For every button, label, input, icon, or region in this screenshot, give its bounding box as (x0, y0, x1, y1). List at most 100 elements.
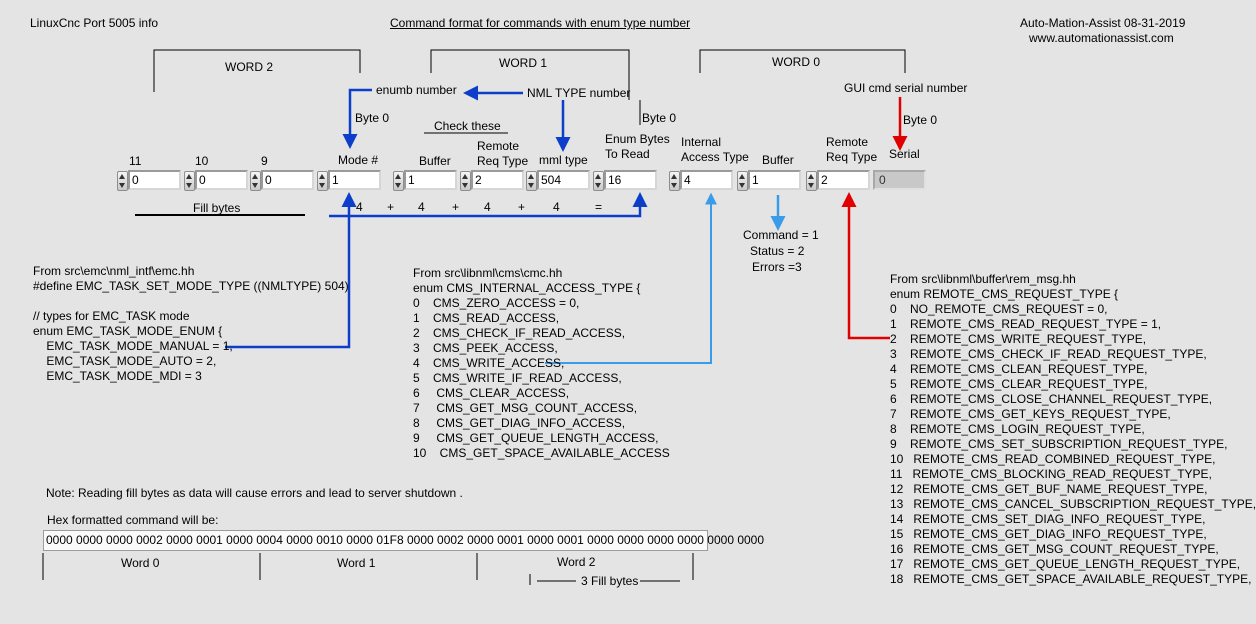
hex-label: Hex formatted command will be: (47, 513, 219, 527)
spin-arrows-icon[interactable] (526, 171, 537, 191)
author-line: Auto-Mation-Assist 08-31-2019 (1020, 16, 1186, 30)
field-label-remote-req-a: Remote Req Type (477, 139, 529, 168)
check-these-label: Check these (434, 119, 501, 133)
word0-bracket (699, 49, 906, 73)
code-line: 6 REMOTE_CMS_CLOSE_CHANNEL_REQUEST_TYPE, (890, 392, 1213, 406)
code-line: 3 CMS_PEEK_ACCESS, (413, 341, 558, 355)
word2-label: WORD 2 (225, 60, 273, 74)
code-line: 9 REMOTE_CMS_SET_SUBSCRIPTION_REQUEST_TY… (890, 437, 1228, 451)
code-line: 8 REMOTE_CMS_LOGIN_REQUEST_TYPE, (890, 422, 1145, 436)
fill-bytes-note: Note: Reading fill bytes as data will ca… (46, 486, 463, 500)
spin-arrows-icon[interactable] (737, 171, 748, 191)
code-line: From src\libnml\buffer\rem_msg.hh (890, 272, 1076, 286)
byte0-label-enum: Byte 0 (642, 111, 677, 125)
spin-arrows-icon[interactable] (806, 171, 817, 191)
byte0-label-mode: Byte 0 (355, 111, 390, 125)
spin-arrows-icon[interactable] (250, 171, 261, 191)
field-label-remote-req-b: Remote Req Type (826, 135, 878, 164)
code-line: 5 REMOTE_CMS_CLEAR_REQUEST_TYPE, (890, 377, 1148, 391)
footer-word1-label: Word 1 (337, 556, 376, 570)
field-label-11: 11 (129, 154, 142, 168)
website-link[interactable]: www.automationassist.com (1029, 31, 1174, 45)
command-value-note: Command = 1 (743, 228, 819, 242)
field-10-input[interactable]: 0 (195, 170, 248, 190)
field-11-input[interactable]: 0 (128, 170, 181, 190)
gui-cmd-serial-label: GUI cmd serial number (844, 81, 968, 95)
code-line: 12 REMOTE_CMS_GET_BUF_NAME_REQUEST_TYPE, (890, 482, 1208, 496)
code-line: 0 CMS_ZERO_ACCESS = 0, (413, 296, 580, 310)
code-line: From src\emc\nml_intf\emc.hh (33, 264, 195, 278)
footer-word2-label: Word 2 (557, 555, 596, 569)
code-line: 4 REMOTE_CMS_CLEAN_REQUEST_TYPE, (890, 362, 1148, 376)
emc-code-block: From src\emc\nml_intf\emc.hh #define EMC… (33, 264, 349, 384)
buffer-a-input[interactable]: 1 (404, 170, 457, 190)
word0-label: WORD 0 (772, 55, 820, 69)
page-title: Command format for commands with enum ty… (390, 16, 691, 30)
spin-arrows-icon[interactable] (460, 171, 471, 191)
field-label-9: 9 (261, 154, 268, 168)
code-line: 13 REMOTE_CMS_CANCEL_SUBSCRIPTION_REQUES… (890, 497, 1256, 511)
serial-indicator: 0 (873, 170, 926, 190)
mode-input[interactable]: 1 (328, 170, 381, 190)
spin-arrows-icon[interactable] (593, 171, 604, 191)
sum-op: + (518, 200, 526, 214)
code-line: EMC_TASK_MODE_MANUAL = 1, (33, 339, 233, 353)
mml-type-input[interactable]: 504 (537, 170, 590, 190)
sum-op: + (452, 200, 460, 214)
hex-command-field[interactable]: 0000 0000 0000 0002 0000 0001 0000 0004 … (43, 530, 764, 551)
sum-equals: = (595, 200, 603, 214)
code-line: 17 REMOTE_CMS_GET_QUEUE_LENGTH_REQUEST_T… (890, 557, 1241, 571)
code-line: 2 CMS_CHECK_IF_READ_ACCESS, (413, 326, 626, 340)
code-line: 18 REMOTE_CMS_GET_SPACE_AVAILABLE_REQUES… (890, 572, 1252, 586)
field-label-enum-bytes: Enum Bytes To Read (605, 132, 670, 161)
code-line: enum EMC_TASK_MODE_ENUM { (33, 324, 223, 338)
sum-term: 4 (356, 200, 363, 214)
internal-access-input[interactable]: 4 (680, 170, 733, 190)
remote-req-a-input[interactable]: 2 (471, 170, 524, 190)
field-label-buffer-b: Buffer (762, 153, 794, 167)
field-label-mml-type: mml type (539, 153, 588, 167)
code-line: 10 CMS_GET_SPACE_AVAILABLE_ACCESS (413, 446, 670, 460)
sum-term: 4 (418, 200, 425, 214)
spin-arrows-icon[interactable] (117, 171, 128, 191)
field-9-input[interactable]: 0 (261, 170, 314, 190)
spin-arrows-icon[interactable] (317, 171, 328, 191)
code-line: From src\libnml\cms\cmc.hh (413, 266, 563, 280)
code-line: EMC_TASK_MODE_MDI = 3 (33, 369, 202, 383)
cmc-code-block: From src\libnml\cms\cmc.hh enum CMS_INTE… (413, 266, 670, 461)
code-line (33, 294, 349, 309)
code-line: enum REMOTE_CMS_REQUEST_TYPE { (890, 287, 1119, 301)
app-title: LinuxCnc Port 5005 info (30, 16, 159, 30)
sum-term: 4 (553, 200, 560, 214)
buffer-b-input[interactable]: 1 (748, 170, 801, 190)
enum-bytes-input[interactable]: 16 (604, 170, 657, 190)
spin-arrows-icon[interactable] (184, 171, 195, 191)
word2-bracket (153, 49, 361, 92)
footer-word0-label: Word 0 (121, 556, 160, 570)
code-line: 1 CMS_READ_ACCESS, (413, 311, 560, 325)
field-label-10: 10 (195, 154, 209, 168)
spin-arrows-icon[interactable] (669, 171, 680, 191)
code-line: 6 CMS_CLEAR_ACCESS, (413, 386, 570, 400)
code-line: 0 NO_REMOTE_CMS_REQUEST = 0, (890, 302, 1108, 316)
code-line: 2 REMOTE_CMS_WRITE_REQUEST_TYPE, (890, 332, 1147, 346)
rem-msg-code-block: From src\libnml\buffer\rem_msg.hh enum R… (890, 272, 1256, 587)
footer-fill-bytes-label: 3 Fill bytes (581, 574, 639, 588)
fill-bytes-label: Fill bytes (193, 201, 241, 215)
code-line: 7 REMOTE_CMS_GET_KEYS_REQUEST_TYPE, (890, 407, 1171, 421)
spin-arrows-icon[interactable] (393, 171, 404, 191)
enumb-number-label: enumb number (376, 83, 457, 97)
code-line: 15 REMOTE_CMS_GET_DIAG_INFO_REQUEST_TYPE… (890, 527, 1207, 541)
code-line: 16 REMOTE_CMS_GET_MSG_COUNT_REQUEST_TYPE… (890, 542, 1219, 556)
code-line: 4 CMS_WRITE_ACCESS, (413, 356, 565, 370)
code-line: 7 CMS_GET_MSG_COUNT_ACCESS, (413, 401, 638, 415)
field-label-internal-access: Internal Access Type (681, 135, 749, 164)
word1-label: WORD 1 (499, 56, 547, 70)
word1-bracket (430, 49, 630, 100)
field-label-serial: Serial (889, 147, 920, 161)
connector-diagram (42, 49, 908, 585)
code-line: #define EMC_TASK_SET_MODE_TYPE ((NMLTYPE… (33, 279, 349, 293)
code-line: 10 REMOTE_CMS_READ_COMBINED_REQUEST_TYPE… (890, 452, 1216, 466)
code-line: enum CMS_INTERNAL_ACCESS_TYPE { (413, 281, 641, 295)
remote-req-b-input[interactable]: 2 (817, 170, 870, 190)
